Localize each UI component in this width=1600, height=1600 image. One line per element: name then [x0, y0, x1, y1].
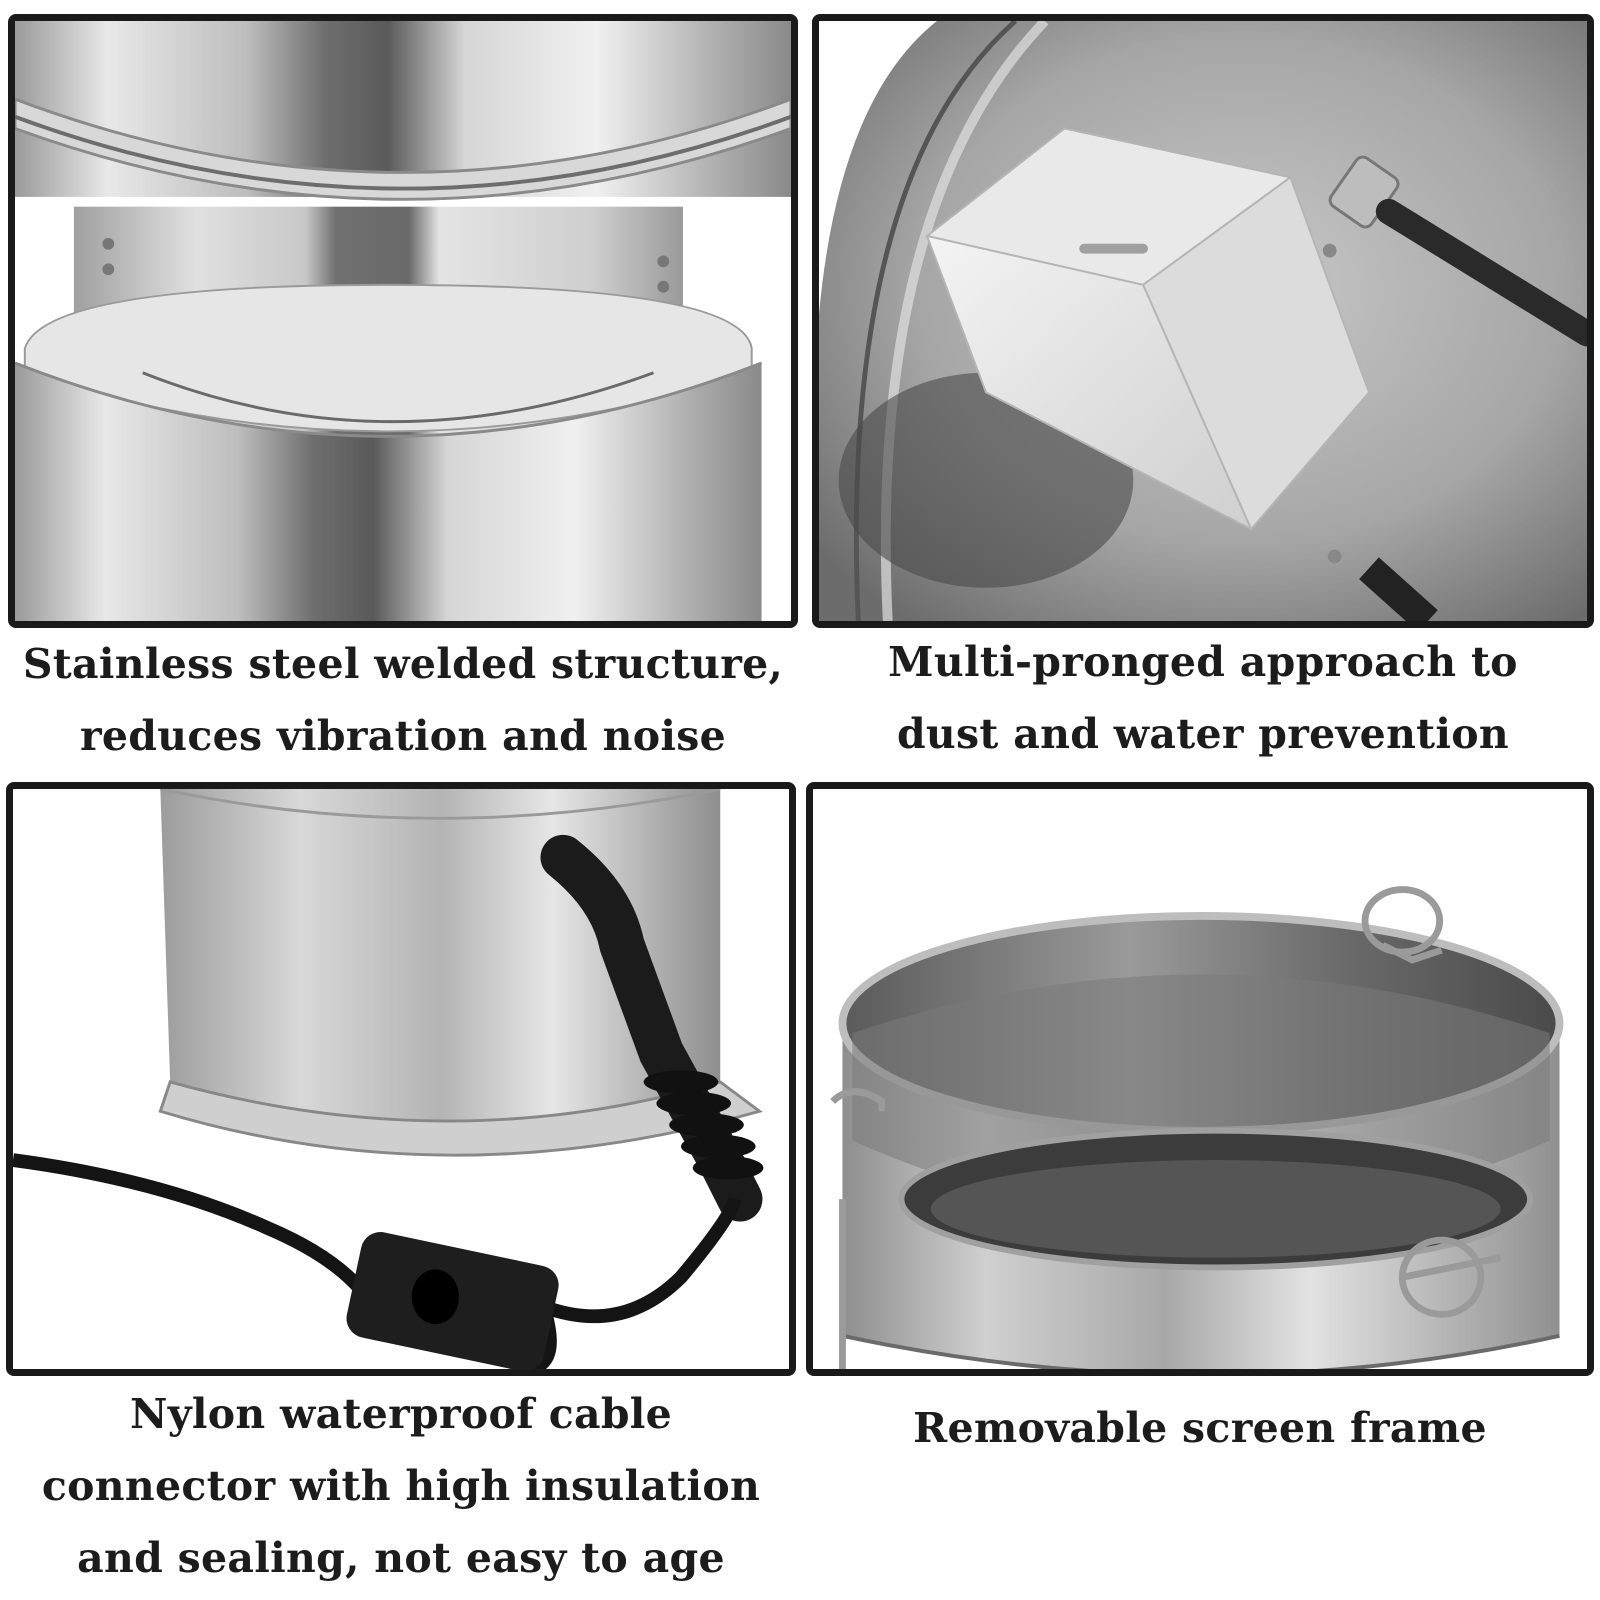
- caption-junction-box: Multi-pronged approach to dust and water…: [812, 626, 1594, 770]
- caption-line: Stainless steel welded structure,: [22, 640, 784, 688]
- photo-junction-box: [812, 14, 1594, 628]
- photo-welded-structure: [8, 14, 798, 628]
- caption-line: and sealing, not easy to age: [77, 1534, 725, 1582]
- photo-screen-frame: [806, 782, 1594, 1376]
- caption-screen-frame: Removable screen frame: [806, 1392, 1594, 1464]
- caption-line: Removable screen frame: [913, 1404, 1487, 1452]
- photo-cable-connector: [6, 782, 796, 1376]
- caption-line: Multi-pronged approach to: [888, 638, 1518, 686]
- caption-cable-connector: Nylon waterproof cable connector with hi…: [6, 1378, 796, 1594]
- caption-welded-structure: Stainless steel welded structure, reduce…: [8, 628, 798, 772]
- caption-line: Nylon waterproof cable: [129, 1390, 673, 1438]
- caption-line: connector with high insulation: [41, 1462, 761, 1510]
- caption-line: reduces vibration and noise: [79, 712, 727, 760]
- caption-line: dust and water prevention: [896, 710, 1510, 758]
